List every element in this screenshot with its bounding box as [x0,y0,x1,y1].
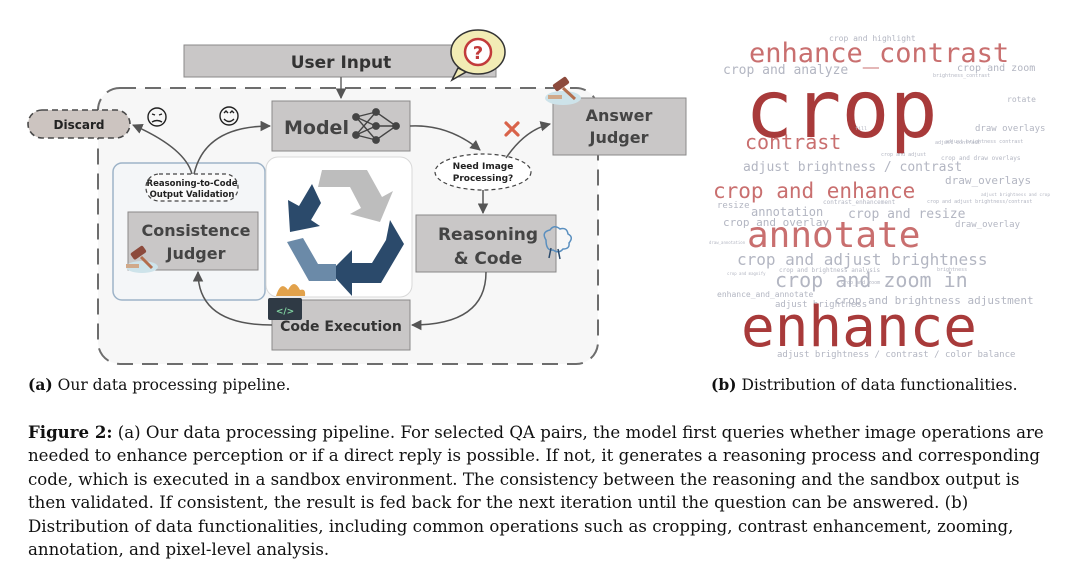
arrow-reasoning-to-execution [410,271,487,331]
word-cloud-term: adjust brightness [775,300,868,310]
discard-label: Discard [54,118,105,132]
arrow-model-to-decision [409,125,481,151]
reasoning-code-label-2: & Code [454,249,523,269]
happy-face-icon [219,106,239,126]
code-terminal-icon: </> [268,284,306,320]
reasoning-to-code-validation [145,173,239,202]
word-cloud-term: crop [745,63,938,156]
word-cloud-term: crop and adjust brightness [737,250,988,269]
word-cloud-term: draw_overlay [955,220,1021,230]
user-input-box [183,44,497,78]
word-cloud-term: annotate [747,215,921,256]
word-cloud-term: crop and brightness analysis [779,267,881,274]
consistence-judger-box [127,211,259,271]
word-cloud-term: resize [717,201,750,211]
word-cloud-term: crop and adjust brightness/contrast [927,199,1033,205]
word-cloud-term: crop and highlight [829,34,916,43]
word-cloud-term: enhance_and_annotate [717,290,814,299]
question-bubble-icon: ? [450,29,506,82]
word-cloud-term: contrast [745,130,842,154]
consistence-judger-label-2: Judger [166,244,226,263]
answer-judger-label-2: Judger [589,128,649,147]
subcaption-b: (b) Distribution of data functionalities… [711,375,1018,394]
reasoning-code-label-1: Reasoning [438,225,538,245]
word-cloud-term: brightness_contrast [933,73,991,79]
subcaption-a-label: (a) [28,375,53,394]
word-cloud-term: draw_annotation [709,240,746,245]
word-cloud-term: fill [855,126,868,132]
figure-caption-label: Figure 2: [28,422,113,442]
answer-judger-box [552,97,687,156]
figure-caption: Figure 2: (a) Our data processing pipeli… [28,421,1058,561]
figure-caption-text: (a) Our data processing pipeline. For se… [28,423,1044,560]
sad-face-icon [147,107,167,127]
reasoning-code-box [415,214,557,273]
word-cloud-term: crop and resize [848,207,966,222]
subcaption-b-label: (b) [711,375,737,394]
word-cloud-term: draw overlays [975,124,1046,134]
word-cloud-term: crop and overlay [723,216,829,229]
consistence-judger-label-1: Consistence [142,221,251,240]
word-cloud-term: adjust contrast [935,140,981,146]
word-cloud-term: brightness [937,267,968,273]
word-cloud-term: crop_and_zoom [841,280,881,286]
arrow-validation-to-discard [132,124,193,175]
word-cloud-term: crop and enhance [713,179,916,203]
neural-network-icon [352,108,400,144]
word-cloud-term: adjust brightness / contrast / color bal… [777,350,1016,360]
word-cloud-term: rotate [1007,95,1036,104]
need-image-processing-decision [434,153,532,191]
word-cloud-term: crop and magnify [727,271,766,276]
word-cloud-term: crop and zoom [957,63,1036,74]
gavel-icon [545,76,581,105]
word-cloud-term: crop and zoom in [775,268,968,292]
arrow-validation-to-model [193,120,272,175]
need-image-line-1: Need Image [453,162,514,172]
user-input-label: User Input [291,53,392,73]
pipeline-diagram: User Input ? Model Answer Judger Discard [27,29,687,365]
answer-judger-label-1: Answer [586,106,653,125]
word-cloud-term: crop and adjust [881,152,927,158]
discard-box [27,109,131,139]
subcaption-a: (a) Our data processing pipeline. [28,375,290,394]
word-cloud-term: adjust brightness and crop [981,193,1050,198]
subcaption-a-text: Our data processing pipeline. [57,376,291,394]
word-cloud-term: enhance [741,295,978,360]
reasoning-to-code-line-1: Reasoning-to-Code [147,179,238,189]
model-label: Model [284,117,349,139]
recycle-icon [287,170,404,296]
word-cloud-term: crop and draw overlays [941,155,1021,162]
arrow-decision-to-answer [505,121,552,159]
subcaption-b-text: Distribution of data functionalities. [741,376,1018,394]
word-cloud-term: adjust brightness contrast [945,139,1024,145]
gavel-icon [126,245,158,273]
arrow-execution-to-judger [192,270,273,326]
word-cloud-term: crop and analyze [723,63,849,78]
code-tag: </> [276,307,294,317]
word-cloud-term: crop and brightness adjustment [835,294,1034,307]
need-image-line-2: Processing? [453,174,514,184]
word-cloud-term: enhance_contrast [749,38,1010,69]
word-cloud-term: contrast_enhancement [823,199,896,206]
word-cloud-term: annotation [751,205,824,219]
reject-x-icon [504,121,520,137]
reasoning-to-code-line-2: Output Validation [150,190,235,200]
question-mark: ? [473,43,483,64]
code-execution-label: Code Execution [280,319,402,335]
word-cloud-term: draw_overlays [945,174,1032,187]
word-cloud-term: adjust brightness / contrast [743,160,963,175]
brain-icon [543,226,572,260]
